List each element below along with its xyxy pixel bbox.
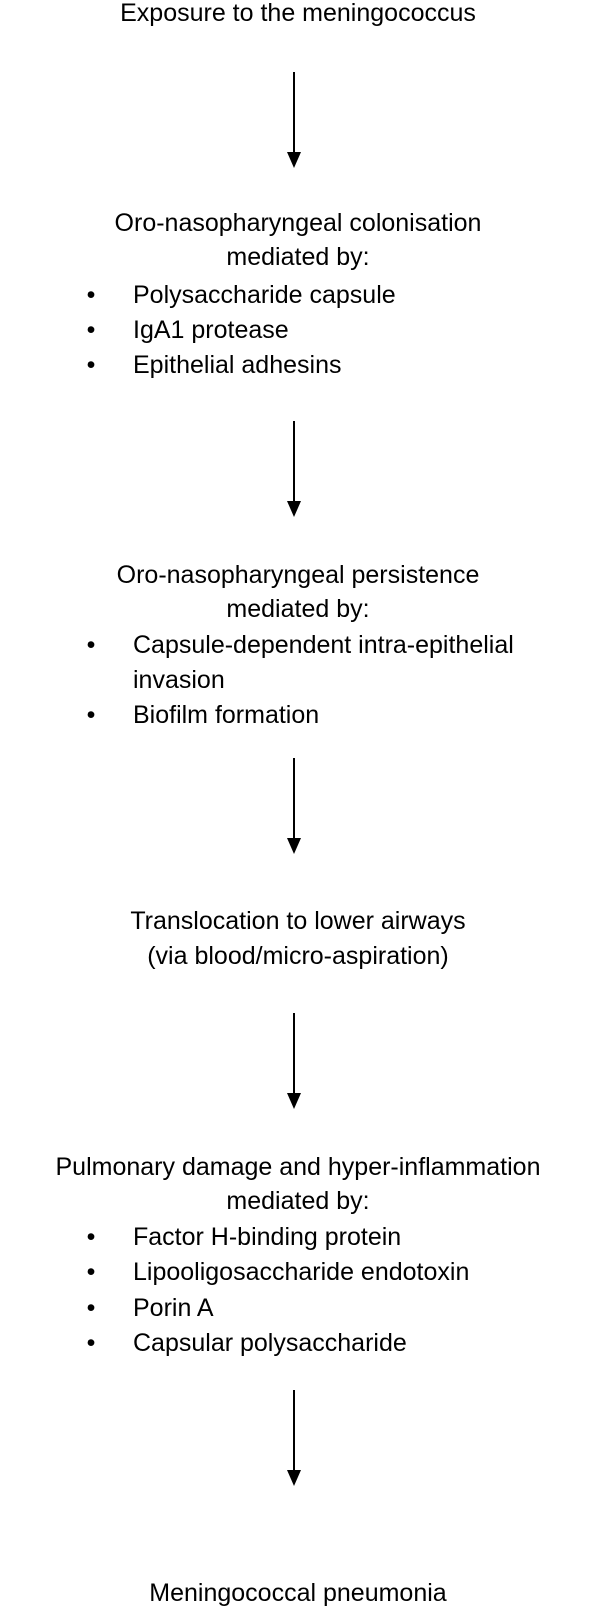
step-colonisation-title: Oro-nasopharyngeal colonisation (114, 209, 482, 237)
arrow-down-icon (287, 72, 301, 168)
step-translocation-subtitle: (via blood/micro-aspiration) (147, 942, 449, 970)
step-translocation-title: Translocation to lower airways (130, 907, 466, 935)
bullet-icon: • (86, 631, 96, 659)
bullet-icon: • (86, 1329, 96, 1357)
arrow-down-icon (287, 1013, 301, 1109)
pulmonary-bullet-item: Porin A (133, 1294, 214, 1322)
persistence-bullet-item-continued: invasion (133, 666, 225, 694)
bullet-icon: • (86, 281, 96, 309)
persistence-bullet-item: Biofilm formation (133, 701, 320, 729)
arrow-down-icon (287, 1390, 301, 1486)
bullet-icon: • (86, 351, 96, 379)
step-pulmonary-damage-title: Pulmonary damage and hyper-inflammation (55, 1153, 541, 1181)
arrow-down-icon (287, 758, 301, 854)
step-exposure-title: Exposure to the meningococcus (120, 0, 476, 27)
bullet-icon: • (86, 316, 96, 344)
colonisation-bullet-item: Epithelial adhesins (133, 351, 342, 379)
pulmonary-bullet-item: Factor H-binding protein (133, 1223, 402, 1251)
persistence-bullet-item: Capsule-dependent intra-epithelial (133, 631, 514, 659)
bullet-icon: • (86, 1223, 96, 1251)
step-colonisation-subtitle: mediated by: (226, 243, 370, 271)
bullet-icon: • (86, 1258, 96, 1286)
step-outcome-title: Meningococcal pneumonia (149, 1579, 447, 1607)
step-persistence-title: Oro-nasopharyngeal persistence (116, 561, 480, 589)
colonisation-bullet-item: Polysaccharide capsule (133, 281, 396, 309)
bullet-icon: • (86, 701, 96, 729)
colonisation-bullet-item: IgA1 protease (133, 316, 289, 344)
step-pulmonary-damage-subtitle: mediated by: (226, 1187, 370, 1215)
step-persistence-subtitle: mediated by: (226, 595, 370, 623)
pulmonary-bullet-item: Capsular polysaccharide (133, 1329, 407, 1357)
arrow-down-icon (287, 421, 301, 517)
pulmonary-bullet-item: Lipooligosaccharide endotoxin (133, 1258, 470, 1286)
bullet-icon: • (86, 1294, 96, 1322)
